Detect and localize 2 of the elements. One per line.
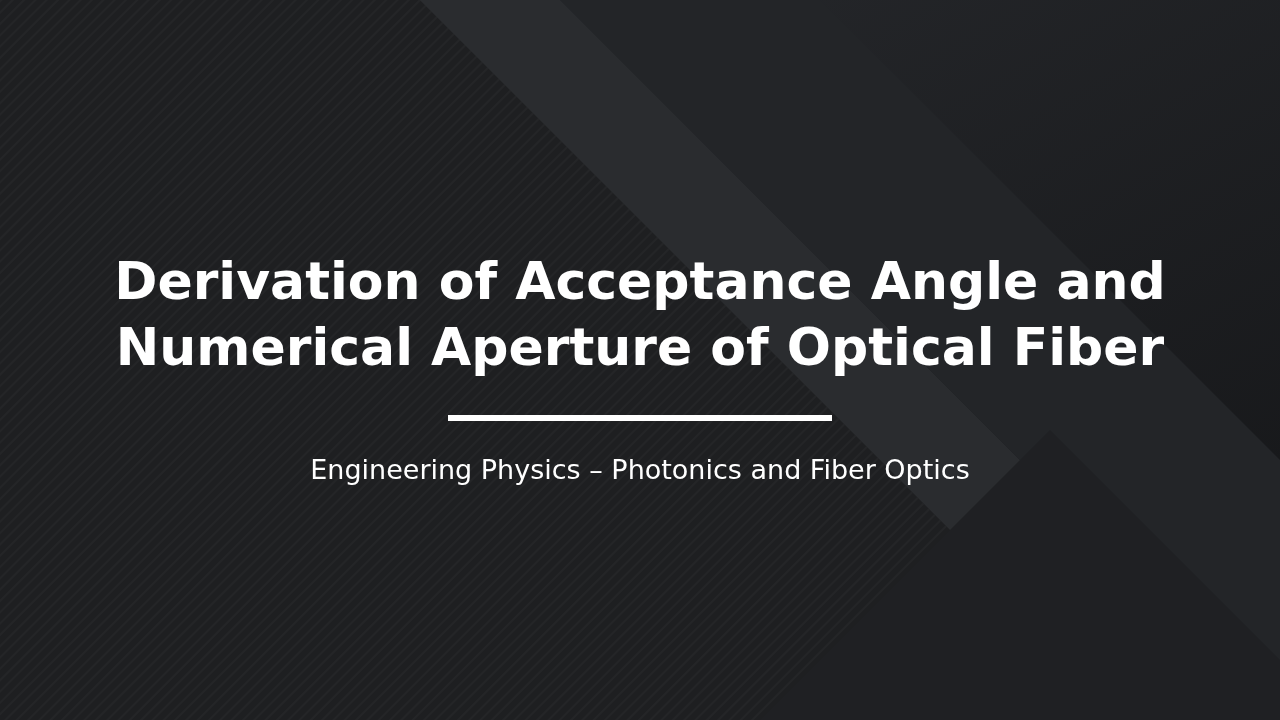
slide-title: Derivation of Acceptance Angle and Numerical Aperture of Optical Fiber — [113, 250, 1167, 379]
slide-subtitle: Engineering Physics – Photonics and Fiber Optics — [309, 453, 971, 487]
